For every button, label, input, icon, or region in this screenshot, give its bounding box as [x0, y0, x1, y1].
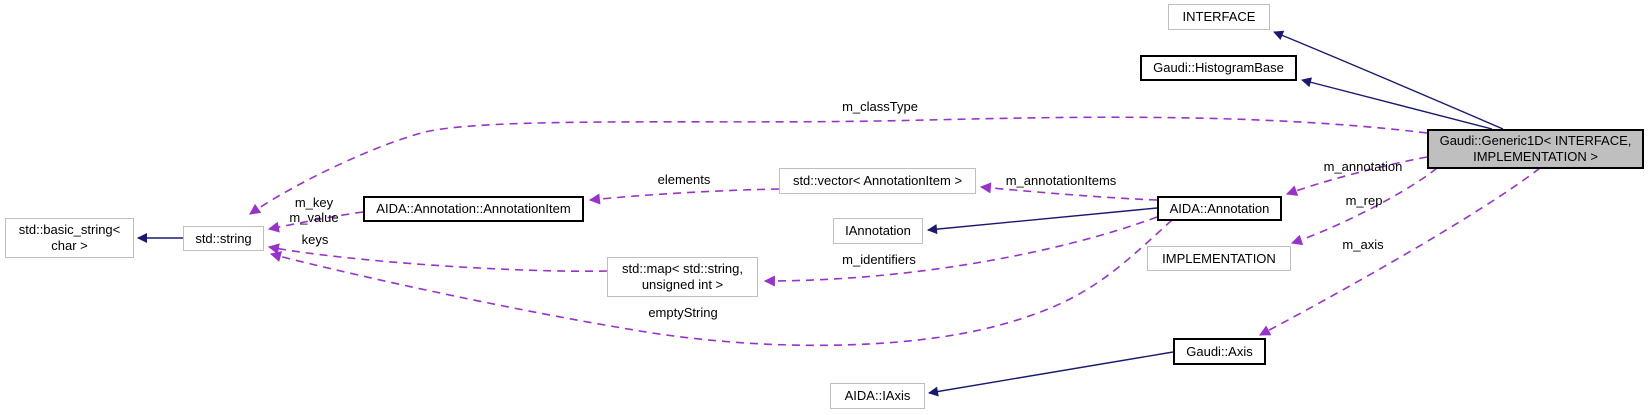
- edge-label-m-value: m_value: [289, 209, 339, 225]
- edge-m-key-m-value: [267, 211, 364, 233]
- edge-label-m-identifiers: m_identifiers: [842, 252, 916, 267]
- edge-label-m-key-m-value: m_key m_value: [289, 195, 339, 226]
- node-gaudi-generic1d: Gaudi::Generic1D< INTERFACE, IMPLEMENTAT…: [1427, 129, 1644, 169]
- node-aida-iaxis: AIDA::IAxis: [830, 383, 925, 409]
- edge-generic1d-to-interface: [1273, 30, 1504, 130]
- edge-label-m-annotationitems: m_annotationItems: [1005, 173, 1117, 188]
- edge-label-m-key: m_key: [294, 195, 334, 210]
- edge-axis-to-iaxis: [928, 351, 1174, 397]
- node-std-vector-annotationitem-label: std::vector< AnnotationItem >: [792, 173, 963, 189]
- edge-m-identifiers: [763, 216, 1158, 287]
- node-gaudi-histogrambase-label: Gaudi::HistogramBase: [1153, 60, 1284, 76]
- node-gaudi-axis[interactable]: Gaudi::Axis: [1173, 338, 1266, 365]
- node-gaudi-generic1d-label-line2: IMPLEMENTATION >: [1473, 149, 1598, 164]
- edge-m-annotationitems: [979, 182, 1158, 201]
- edge-m-axis: [1259, 167, 1541, 336]
- node-std-string-label: std::string: [195, 230, 252, 246]
- node-iannotation-label: IAnnotation: [845, 223, 911, 239]
- node-gaudi-histogrambase[interactable]: Gaudi::HistogramBase: [1140, 55, 1297, 81]
- node-aida-annotation-annotationitem-label: AIDA::Annotation::AnnotationItem: [376, 201, 571, 217]
- edge-label-m-axis: m_axis: [1342, 237, 1384, 252]
- node-std-basic-string: std::basic_string< char >: [5, 218, 134, 258]
- node-std-map-label-line1: std::map< std::string,: [621, 261, 744, 277]
- node-implementation: IMPLEMENTATION: [1147, 246, 1291, 271]
- edge-label-m-annotation: m_annotation: [1323, 159, 1403, 174]
- edge-label-elements: elements: [657, 172, 711, 187]
- node-std-vector-annotationitem: std::vector< AnnotationItem >: [779, 168, 976, 194]
- edge-annotation-to-iannotation: [927, 207, 1158, 235]
- edge-label-keys: keys: [301, 232, 329, 247]
- node-aida-annotation-annotationitem[interactable]: AIDA::Annotation::AnnotationItem: [363, 196, 584, 222]
- node-interface: INTERFACE: [1168, 4, 1270, 30]
- edge-emptystring: [269, 219, 1173, 347]
- node-implementation-label: IMPLEMENTATION: [1162, 250, 1276, 266]
- node-std-basic-string-label-line1: std::basic_string<: [18, 222, 121, 238]
- node-interface-label: INTERFACE: [1182, 9, 1256, 25]
- node-aida-annotation[interactable]: AIDA::Annotation: [1157, 196, 1282, 221]
- node-iannotation: IAnnotation: [833, 218, 923, 244]
- edge-label-m-rep: m_rep: [1345, 193, 1383, 208]
- edge-keys: [267, 243, 608, 273]
- node-aida-iaxis-label: AIDA::IAxis: [844, 388, 911, 404]
- edge-label-m-classtype: m_classType: [842, 99, 918, 114]
- edge-m-annotation: [1285, 156, 1428, 196]
- node-std-basic-string-label-line2: char >: [51, 238, 88, 253]
- node-std-map: std::map< std::string, unsigned int >: [607, 257, 758, 297]
- edge-elements: [588, 188, 780, 205]
- node-aida-annotation-label: AIDA::Annotation: [1169, 200, 1270, 216]
- node-gaudi-generic1d-label-line1: Gaudi::Generic1D< INTERFACE,: [1439, 133, 1632, 149]
- edge-m-classtype: [249, 116, 1428, 215]
- edge-m-rep: [1290, 167, 1438, 246]
- edge-generic1d-to-histogrambase: [1301, 77, 1493, 130]
- node-std-string: std::string: [183, 226, 264, 251]
- node-gaudi-axis-label: Gaudi::Axis: [1186, 343, 1253, 359]
- edge-label-emptystring: emptyString: [648, 305, 718, 320]
- node-std-map-label-line2: unsigned int >: [641, 277, 724, 292]
